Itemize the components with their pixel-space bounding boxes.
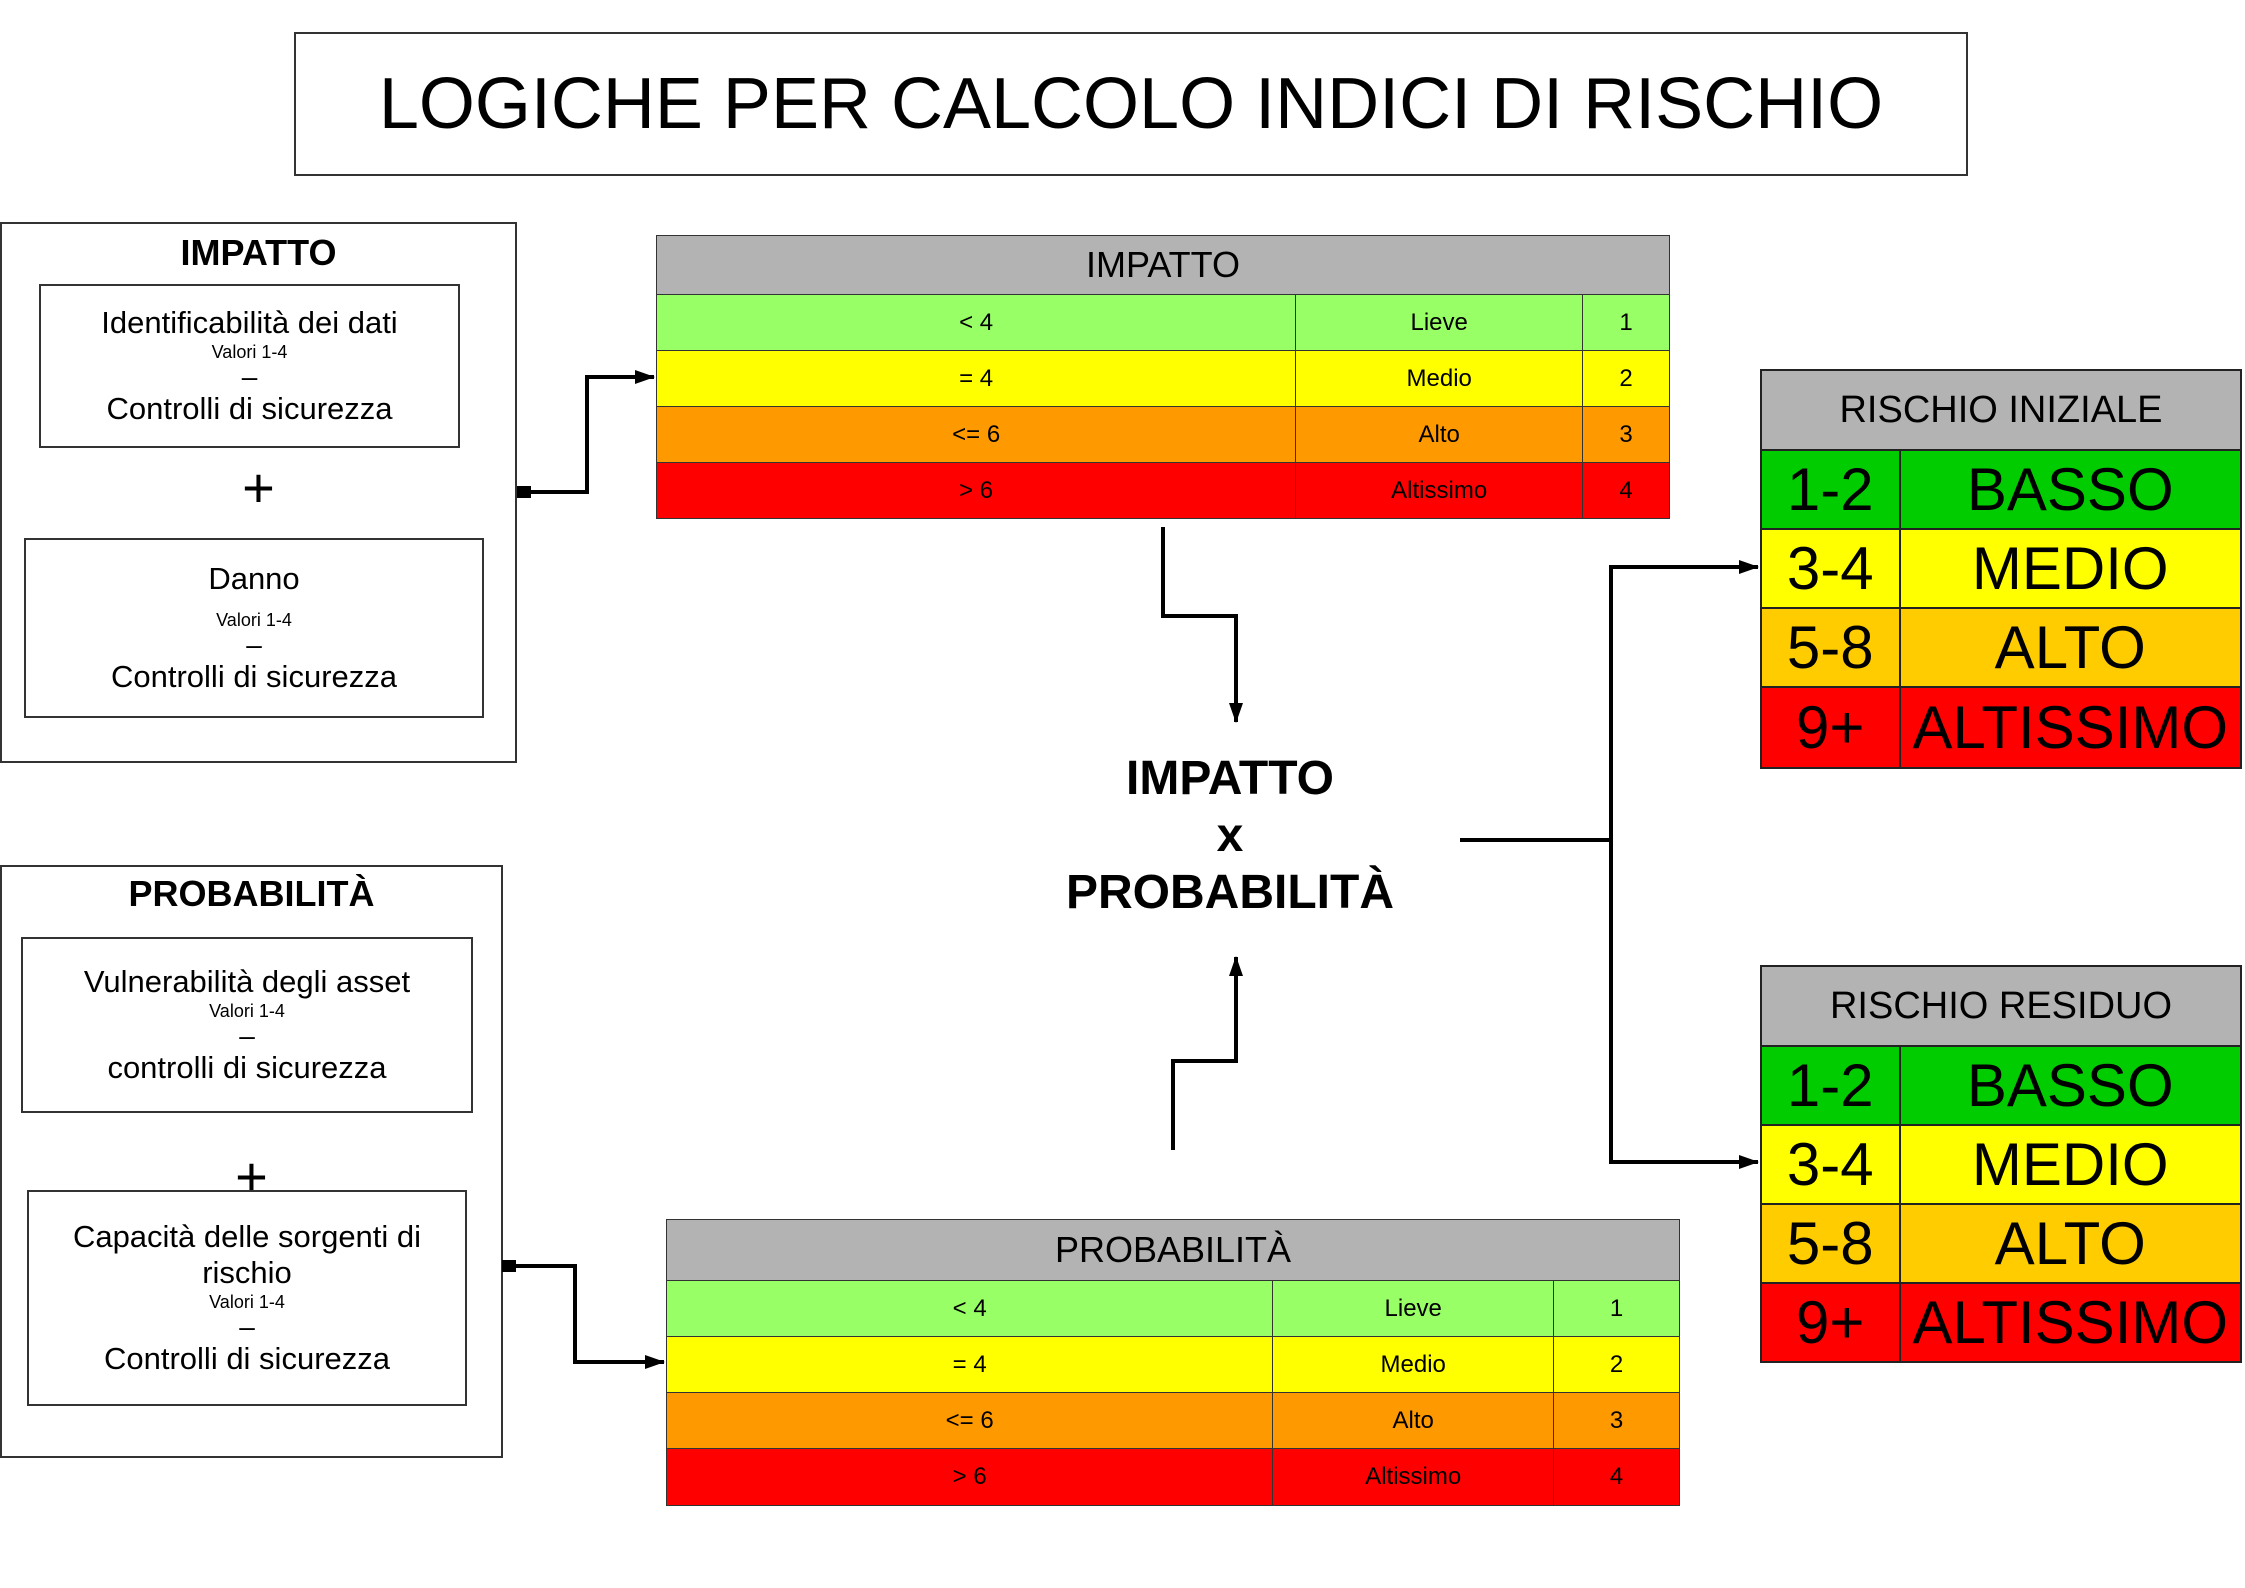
probabilita-table-header: PROBABILITÀ [666,1219,1680,1281]
values-range-label: Valori 1-4 [211,342,288,362]
vulnerabilita-label: Vulnerabilità degli asset [83,964,411,999]
minus-sign: – [246,629,262,660]
formula-label: IMPATTO x PROBABILITÀ [1020,750,1440,921]
level-cell: Lieve [1295,294,1584,351]
formula-probabilita: PROBABILITÀ [1066,866,1394,919]
danno-box: Danno Valori 1-4 – Controlli di sicurezz… [24,538,484,718]
range-cell: 3-4 [1760,528,1901,609]
range-cell: = 4 [665,1336,1274,1393]
level-cell: ALTO [1898,1203,2243,1284]
probabilita-connector-arrow [502,1260,665,1369]
minus-sign: – [241,361,258,392]
value-cell: 1 [1553,1280,1680,1337]
level-cell: MEDIO [1898,1124,2243,1205]
table-row: 3-4 MEDIO [1760,1124,2243,1205]
minus-sign: – [239,1020,255,1051]
impatto-scale-table: IMPATTO < 4 Lieve 1 = 4 Medio 2 <= 6 Alt… [655,235,1670,519]
vulnerabilita-box: Vulnerabilità degli asset Valori 1-4 – c… [21,937,473,1113]
level-cell: ALTISSIMO [1898,1282,2243,1363]
table-row: < 4 Lieve 1 [665,1280,1680,1337]
formula-impatto: IMPATTO [1126,752,1334,805]
controls-label: Controlli di sicurezza [111,659,397,694]
table-row: = 4 Medio 2 [655,350,1670,407]
table-row: < 4 Lieve 1 [655,294,1670,351]
plus-sign: + [242,456,275,519]
table-row: <= 6 Alto 3 [655,406,1670,463]
table-row: > 6 Altissimo 4 [655,462,1670,519]
range-cell: 5-8 [1760,1203,1901,1284]
range-cell: 3-4 [1760,1124,1901,1205]
range-cell: > 6 [655,462,1297,519]
value-cell: 4 [1553,1448,1680,1506]
table-row: > 6 Altissimo 4 [665,1448,1680,1506]
table-row: = 4 Medio 2 [665,1336,1680,1393]
identificabilita-box: Identificabilità dei dati Valori 1-4 – C… [39,284,460,448]
capacita-box: Capacità delle sorgenti di rischio Valor… [27,1190,467,1406]
range-cell: 5-8 [1760,607,1901,688]
range-cell: <= 6 [665,1392,1274,1449]
probabilita-to-formula-arrow [1171,956,1243,1150]
controls-label: Controlli di sicurezza [104,1341,390,1376]
level-cell: Alto [1272,1392,1555,1449]
rischio-iniziale-header: RISCHIO INIZIALE [1760,369,2242,451]
range-cell: 1-2 [1760,1045,1901,1126]
table-row: 5-8 ALTO [1760,607,2243,688]
values-range-label: Valori 1-4 [209,1292,285,1312]
level-cell: Alto [1295,406,1584,463]
level-cell: BASSO [1898,1045,2243,1126]
range-cell: > 6 [665,1448,1274,1506]
range-cell: <= 6 [655,406,1297,463]
impatto-to-formula-arrow [1161,527,1243,723]
diagram-title-text: LOGICHE PER CALCOLO INDICI DI RISCHIO [378,64,1884,144]
level-cell: MEDIO [1898,528,2243,609]
range-cell: 9+ [1760,686,1901,769]
level-cell: ALTISSIMO [1898,686,2243,769]
table-row: 5-8 ALTO [1760,1203,2243,1284]
formula-to-risk-arrows [1460,560,1759,1169]
identificabilita-label: Identificabilità dei dati [101,305,398,340]
impatto-group: IMPATTO Identificabilità dei dati Valori… [0,222,517,763]
danno-label: Danno [208,561,300,596]
probabilita-group-title: PROBABILITÀ [128,873,375,914]
rischio-residuo-table: RISCHIO RESIDUO 1-2 BASSO 3-4 MEDIO 5-8 … [1760,965,2243,1363]
table-row: 9+ ALTISSIMO [1760,686,2243,769]
diagram-title: LOGICHE PER CALCOLO INDICI DI RISCHIO [294,32,1968,176]
table-row: 1-2 BASSO [1760,449,2243,530]
range-cell: < 4 [655,294,1297,351]
impatto-connector-arrow [517,370,655,498]
table-row: 9+ ALTISSIMO [1760,1282,2243,1363]
level-cell: Altissimo [1272,1448,1555,1506]
impatto-table-header: IMPATTO [656,235,1670,295]
level-cell: ALTO [1898,607,2243,688]
level-cell: Altissimo [1295,462,1584,519]
capacita-label: Capacità delle sorgenti di rischio [72,1219,422,1290]
range-cell: = 4 [655,350,1297,407]
table-row: 3-4 MEDIO [1760,528,2243,609]
impatto-group-title: IMPATTO [180,232,337,273]
range-cell: 1-2 [1760,449,1901,530]
level-cell: Medio [1295,350,1584,407]
rischio-iniziale-table: RISCHIO INIZIALE 1-2 BASSO 3-4 MEDIO 5-8… [1760,369,2243,769]
plus-sign: + [235,1145,268,1208]
values-range-label: Valori 1-4 [209,1001,285,1021]
formula-multiply: x [1216,809,1244,862]
table-row: 1-2 BASSO [1760,1045,2243,1126]
probabilita-scale-table: PROBABILITÀ < 4 Lieve 1 = 4 Medio 2 <= 6… [665,1219,1680,1506]
rischio-residuo-header: RISCHIO RESIDUO [1760,965,2242,1047]
values-range-label: Valori 1-4 [216,610,292,630]
controls-label: controlli di sicurezza [107,1050,387,1085]
level-cell: Lieve [1272,1280,1555,1337]
value-cell: 4 [1582,462,1670,519]
range-cell: 9+ [1760,1282,1901,1363]
range-cell: < 4 [665,1280,1274,1337]
minus-sign: – [239,1311,255,1342]
level-cell: BASSO [1898,449,2243,530]
probabilita-group: PROBABILITÀ Vulnerabilità degli asset Va… [0,865,503,1458]
controls-label: Controlli di sicurezza [106,391,393,426]
